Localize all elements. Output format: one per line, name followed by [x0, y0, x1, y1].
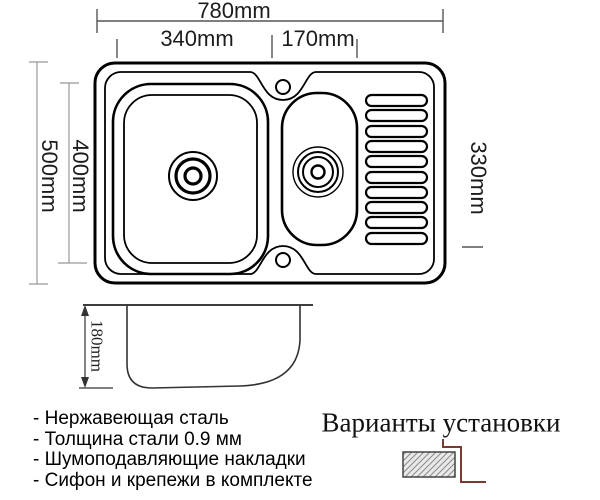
dim-drainer-length-label: 330mm	[466, 141, 491, 215]
installation-option-icon	[402, 439, 486, 483]
main-bowl-outer	[111, 82, 270, 276]
feature-item: - Сифон и крепежи в комплекте	[33, 469, 313, 491]
second-bowl	[280, 91, 359, 247]
feature-item: - Толщина стали 0.9 мм	[33, 428, 242, 450]
dimension-lines	[96, 9, 483, 248]
dim-overall-width-label: 780mm	[197, 0, 271, 23]
sink-outer-rim	[93, 61, 447, 285]
bowl-profile	[126, 305, 301, 389]
dim-main-bowl-depth-label: 400mm	[68, 139, 93, 213]
countertop-section	[402, 451, 456, 478]
main-bowl-inner	[123, 94, 258, 264]
drainboard-ridges	[364, 93, 429, 246]
sink-side-view	[79, 304, 313, 389]
installation-title: Варианты установки	[321, 407, 561, 438]
feature-item: - Шумоподавляющие накладки	[33, 449, 306, 470]
dim-bowl-height-label: 180mm	[87, 320, 107, 372]
faucet-hole-bottom	[275, 252, 291, 268]
second-drain	[292, 146, 344, 198]
feature-list: - Нержавеющая сталь - Толщина стали 0.9 …	[33, 408, 313, 491]
feature-item: - Нержавеющая сталь	[33, 408, 229, 429]
main-drain	[168, 151, 218, 201]
sink-top-view	[93, 61, 447, 285]
dim-overall-depth-label: 500mm	[37, 139, 62, 213]
faucet-hole-top	[275, 79, 291, 95]
dimension-lines-left	[29, 61, 87, 285]
sink-inner-rim	[104, 71, 435, 275]
depth-dimension	[79, 308, 113, 389]
dim-second-bowl-width-label: 170mm	[281, 26, 355, 51]
dim-main-bowl-width-label: 340mm	[160, 26, 234, 51]
sink-edge-profile	[442, 439, 486, 483]
